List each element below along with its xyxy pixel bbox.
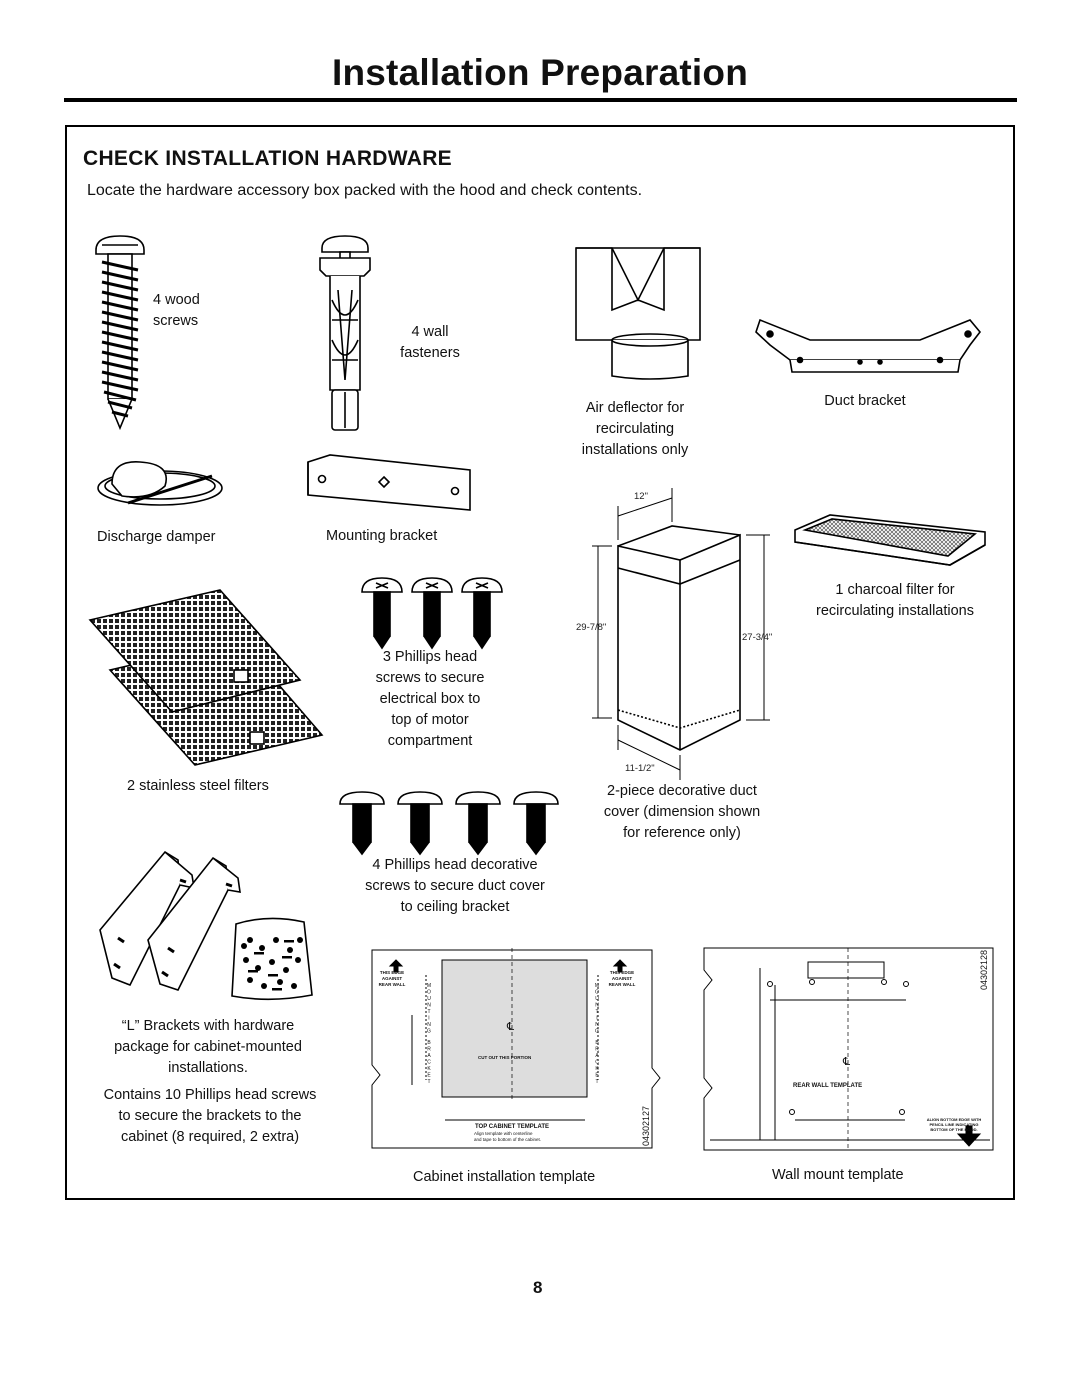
wood-screws-label: 4 wood screws	[153, 290, 200, 332]
title-rule	[64, 98, 1017, 102]
discharge-damper-icon	[97, 461, 223, 506]
l-brackets-icon	[99, 850, 241, 991]
cabinet-template-label: Cabinet installation template	[413, 1169, 596, 1185]
mounting-bracket-label: Mounting bracket	[326, 528, 438, 544]
air-deflector-label: Air deflector for recirculating installa…	[555, 398, 715, 461]
duct-cover-line-2: cover (dimension shown	[603, 804, 761, 820]
l-brackets-note-line-2: to secure the brackets to the	[118, 1108, 302, 1124]
content-frame	[65, 125, 1015, 1200]
charcoal-filter-line-2: recirculating installations	[816, 603, 974, 619]
phillips-3-line-5: compartment	[387, 733, 473, 749]
duct-dim-right: 27-3/4"	[742, 632, 773, 643]
charcoal-filter-label: 1 charcoal filter for recirculating inst…	[792, 580, 998, 622]
phillips-3-line-3: electrical box to	[379, 691, 481, 707]
l-brackets-label: “L” Brackets with hardware package for c…	[88, 1016, 328, 1079]
phillips-screws-4-icon	[339, 791, 559, 856]
cabinet-template-title: TOP CABINET TEMPLATE	[475, 1124, 550, 1130]
wall-template-title: REAR WALL TEMPLATE	[793, 1083, 863, 1089]
wall-template-align-2: PENCIL LINE INDICATING	[929, 1122, 979, 1127]
cabinet-template-code: 04302127	[641, 1106, 651, 1147]
wall-fasteners-line-2: fasteners	[400, 345, 460, 361]
wall-template-align-3: BOTTOM OF THE HOOD.	[930, 1127, 978, 1132]
l-brackets-line-1: “L” Brackets with hardware	[121, 1018, 295, 1034]
l-brackets-note-line-1: Contains 10 Phillips head screws	[103, 1087, 317, 1103]
cabinet-edge-left-2: AGAINST	[381, 976, 403, 981]
phillips-3-label: 3 Phillips head screws to secure electri…	[360, 647, 500, 752]
duct-cover-icon	[592, 488, 770, 780]
page-title: Installation Preparation	[332, 52, 748, 93]
intro-text: Locate the hardware accessory box packed…	[87, 182, 643, 199]
cabinet-edge-right-3: REAR WALL	[608, 982, 636, 987]
air-deflector-line-2: recirculating	[595, 421, 675, 437]
l-brackets-line-3: installations.	[168, 1060, 248, 1076]
page-number: 8	[533, 1278, 543, 1297]
stainless-filters-label: 2 stainless steel filters	[127, 778, 269, 794]
duct-dim-left: 29-7/8"	[576, 622, 607, 633]
phillips-screws-3-icon	[361, 577, 503, 650]
duct-cover-label: 2-piece decorative duct cover (dimension…	[582, 781, 782, 844]
charcoal-filter-line-1: 1 charcoal filter for	[835, 582, 955, 598]
wall-fastener-icon	[319, 235, 371, 431]
l-brackets-note: Contains 10 Phillips head screws to secu…	[85, 1085, 335, 1148]
air-deflector-icon	[575, 247, 701, 380]
phillips-4-line-3: to ceiling bracket	[400, 899, 510, 915]
stainless-filters-icon	[88, 589, 324, 766]
wood-screw-icon	[95, 235, 145, 431]
wall-centerline-mark: ℄	[843, 1056, 851, 1068]
cabinet-edge-left: THIS EDGE AGAINST REAR WALL	[378, 970, 406, 988]
wall-template-align: ALIGN BOTTOM EDGE WITH PENCIL LINE INDIC…	[922, 1117, 986, 1132]
cabinet-bracket-right: BRACKET	[594, 1040, 600, 1086]
cabinet-edge-left-3: REAR WALL	[378, 982, 406, 987]
cabinet-cut-out: CUT OUT THIS PORTION	[478, 1055, 532, 1060]
wall-fasteners-label: 4 wall fasteners	[385, 322, 475, 364]
cabinet-edge-right: THIS EDGE AGAINST REAR WALL	[608, 970, 636, 988]
duct-cover-line-1: 2-piece decorative duct	[607, 783, 757, 799]
cabinet-bracket-left: BRACKET	[426, 1040, 432, 1086]
cabinet-template-sub-2: and tape to bottom of the cabinet.	[474, 1137, 542, 1142]
wood-screws-line-1: 4 wood	[153, 292, 200, 308]
cabinet-mounting-right: MOUNTING	[594, 983, 600, 1035]
cabinet-template-sub: Align template with centerline and tape …	[474, 1131, 541, 1143]
duct-cover-line-3: for reference only)	[623, 825, 741, 841]
duct-dim-bottom: 11-1/2"	[625, 763, 655, 774]
wall-template-label: Wall mount template	[772, 1167, 904, 1183]
wall-template-icon	[703, 947, 994, 1151]
discharge-damper-label: Discharge damper	[97, 529, 216, 545]
duct-bracket-label: Duct bracket	[824, 393, 906, 409]
l-brackets-note-line-3: cabinet (8 required, 2 extra)	[120, 1129, 300, 1145]
cabinet-template-icon	[371, 948, 661, 1149]
air-deflector-line-3: installations only	[581, 442, 689, 458]
l-brackets-line-2: package for cabinet-mounted	[114, 1039, 302, 1055]
cabinet-centerline-mark: ℄	[507, 1021, 515, 1033]
phillips-3-line-2: screws to secure	[375, 670, 485, 686]
duct-dim-top: 12"	[634, 491, 648, 502]
cabinet-edge-left-1: THIS EDGE	[379, 970, 405, 975]
wall-fasteners-line-1: 4 wall	[411, 324, 449, 340]
cabinet-edge-right-1: THIS EDGE	[609, 970, 635, 975]
phillips-3-line-1: 3 Phillips head	[382, 649, 478, 665]
phillips-4-label: 4 Phillips head decorative screws to sec…	[345, 855, 565, 918]
wall-template-code: 04302128	[979, 950, 989, 991]
phillips-3-line-4: top of motor	[391, 712, 469, 728]
charcoal-filter-icon	[794, 514, 986, 566]
cabinet-mounting-left: MOUNTING	[426, 983, 432, 1035]
duct-bracket-icon	[755, 318, 982, 373]
air-deflector-line-1: Air deflector for	[585, 400, 685, 416]
mounting-bracket-icon	[307, 454, 471, 511]
cabinet-edge-right-2: AGAINST	[611, 976, 633, 981]
phillips-4-line-1: 4 Phillips head decorative	[372, 857, 538, 873]
phillips-4-line-2: screws to secure duct cover	[365, 878, 545, 894]
section-heading: CHECK INSTALLATION HARDWARE	[83, 147, 452, 170]
cabinet-template-sub-1: Align template with centerline	[474, 1131, 533, 1136]
hardware-bag-icon	[231, 917, 313, 1001]
wall-template-align-1: ALIGN BOTTOM EDGE WITH	[926, 1117, 982, 1122]
wood-screws-line-2: screws	[153, 313, 199, 329]
